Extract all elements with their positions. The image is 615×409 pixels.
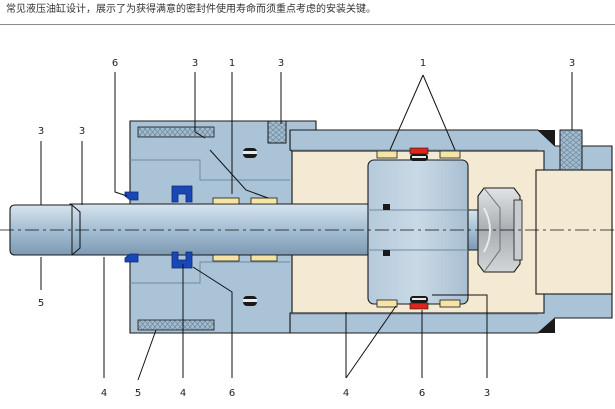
gland-static-o-ring-bottom [243,296,257,306]
end-cap-port [559,129,583,171]
rod-wear-ring-bottom-1 [212,254,240,262]
end-cap-seal-bottom [538,318,555,333]
callout-bottom-4b: 4 [180,388,186,399]
rod-wear-ring-bottom-2 [250,254,278,262]
callout-top-1a: 1 [229,58,235,69]
rod-wear-ring-top-1 [212,197,240,205]
callout-bottom-4a: 4 [101,388,107,399]
callout-top-1b: 1 [420,58,426,69]
callout-left-3b: 3 [79,126,85,137]
piston-seal-bottom [409,296,429,310]
callout-labels: 6 3 1 3 1 3 3 3 5 4 5 4 6 4 6 3 [38,58,575,399]
callout-top-3b: 3 [278,58,284,69]
callout-bottom-6a: 6 [229,388,235,399]
callout-top-6: 6 [112,58,118,69]
callout-top-3a: 3 [192,58,198,69]
piston-wear-ring-bottom-right [439,299,461,308]
piston-rod-o-ring-bottom [383,250,390,256]
piston-wear-ring-bottom-left [376,299,398,308]
leader-lines [40,72,573,381]
piston-rod-o-ring-top [383,204,390,210]
rod-seal-wiper-bottom [124,253,139,263]
piston-wear-ring-top-right [439,150,461,159]
callout-bottom-5: 5 [135,388,141,399]
piston [367,159,469,305]
callout-bottom-4c: 4 [343,388,349,399]
callout-bottom-6b: 6 [419,388,425,399]
gland-port [267,120,287,144]
caption-divider [0,24,615,25]
callout-left-5: 5 [38,298,44,309]
rod-wear-ring-top-2 [250,197,278,205]
rod-seal-u-cup-top [171,185,193,203]
piston-wear-ring-top-left [376,150,398,159]
gland-static-o-ring-top [243,148,257,158]
piston-seal-top [409,147,429,161]
rod-seal-u-cup-bottom [171,251,193,269]
gland-thread-top [137,126,215,138]
callout-left-3a: 3 [38,126,44,137]
callout-top-3c: 3 [569,58,575,69]
callout-bottom-3: 3 [484,388,490,399]
end-cap-cavity [535,169,613,295]
gland-thread-bottom [137,319,215,331]
figure-caption: 常见液压油缸设计，展示了为获得满意的密封件使用寿命而须重点考虑的安装关键。 [6,4,376,15]
